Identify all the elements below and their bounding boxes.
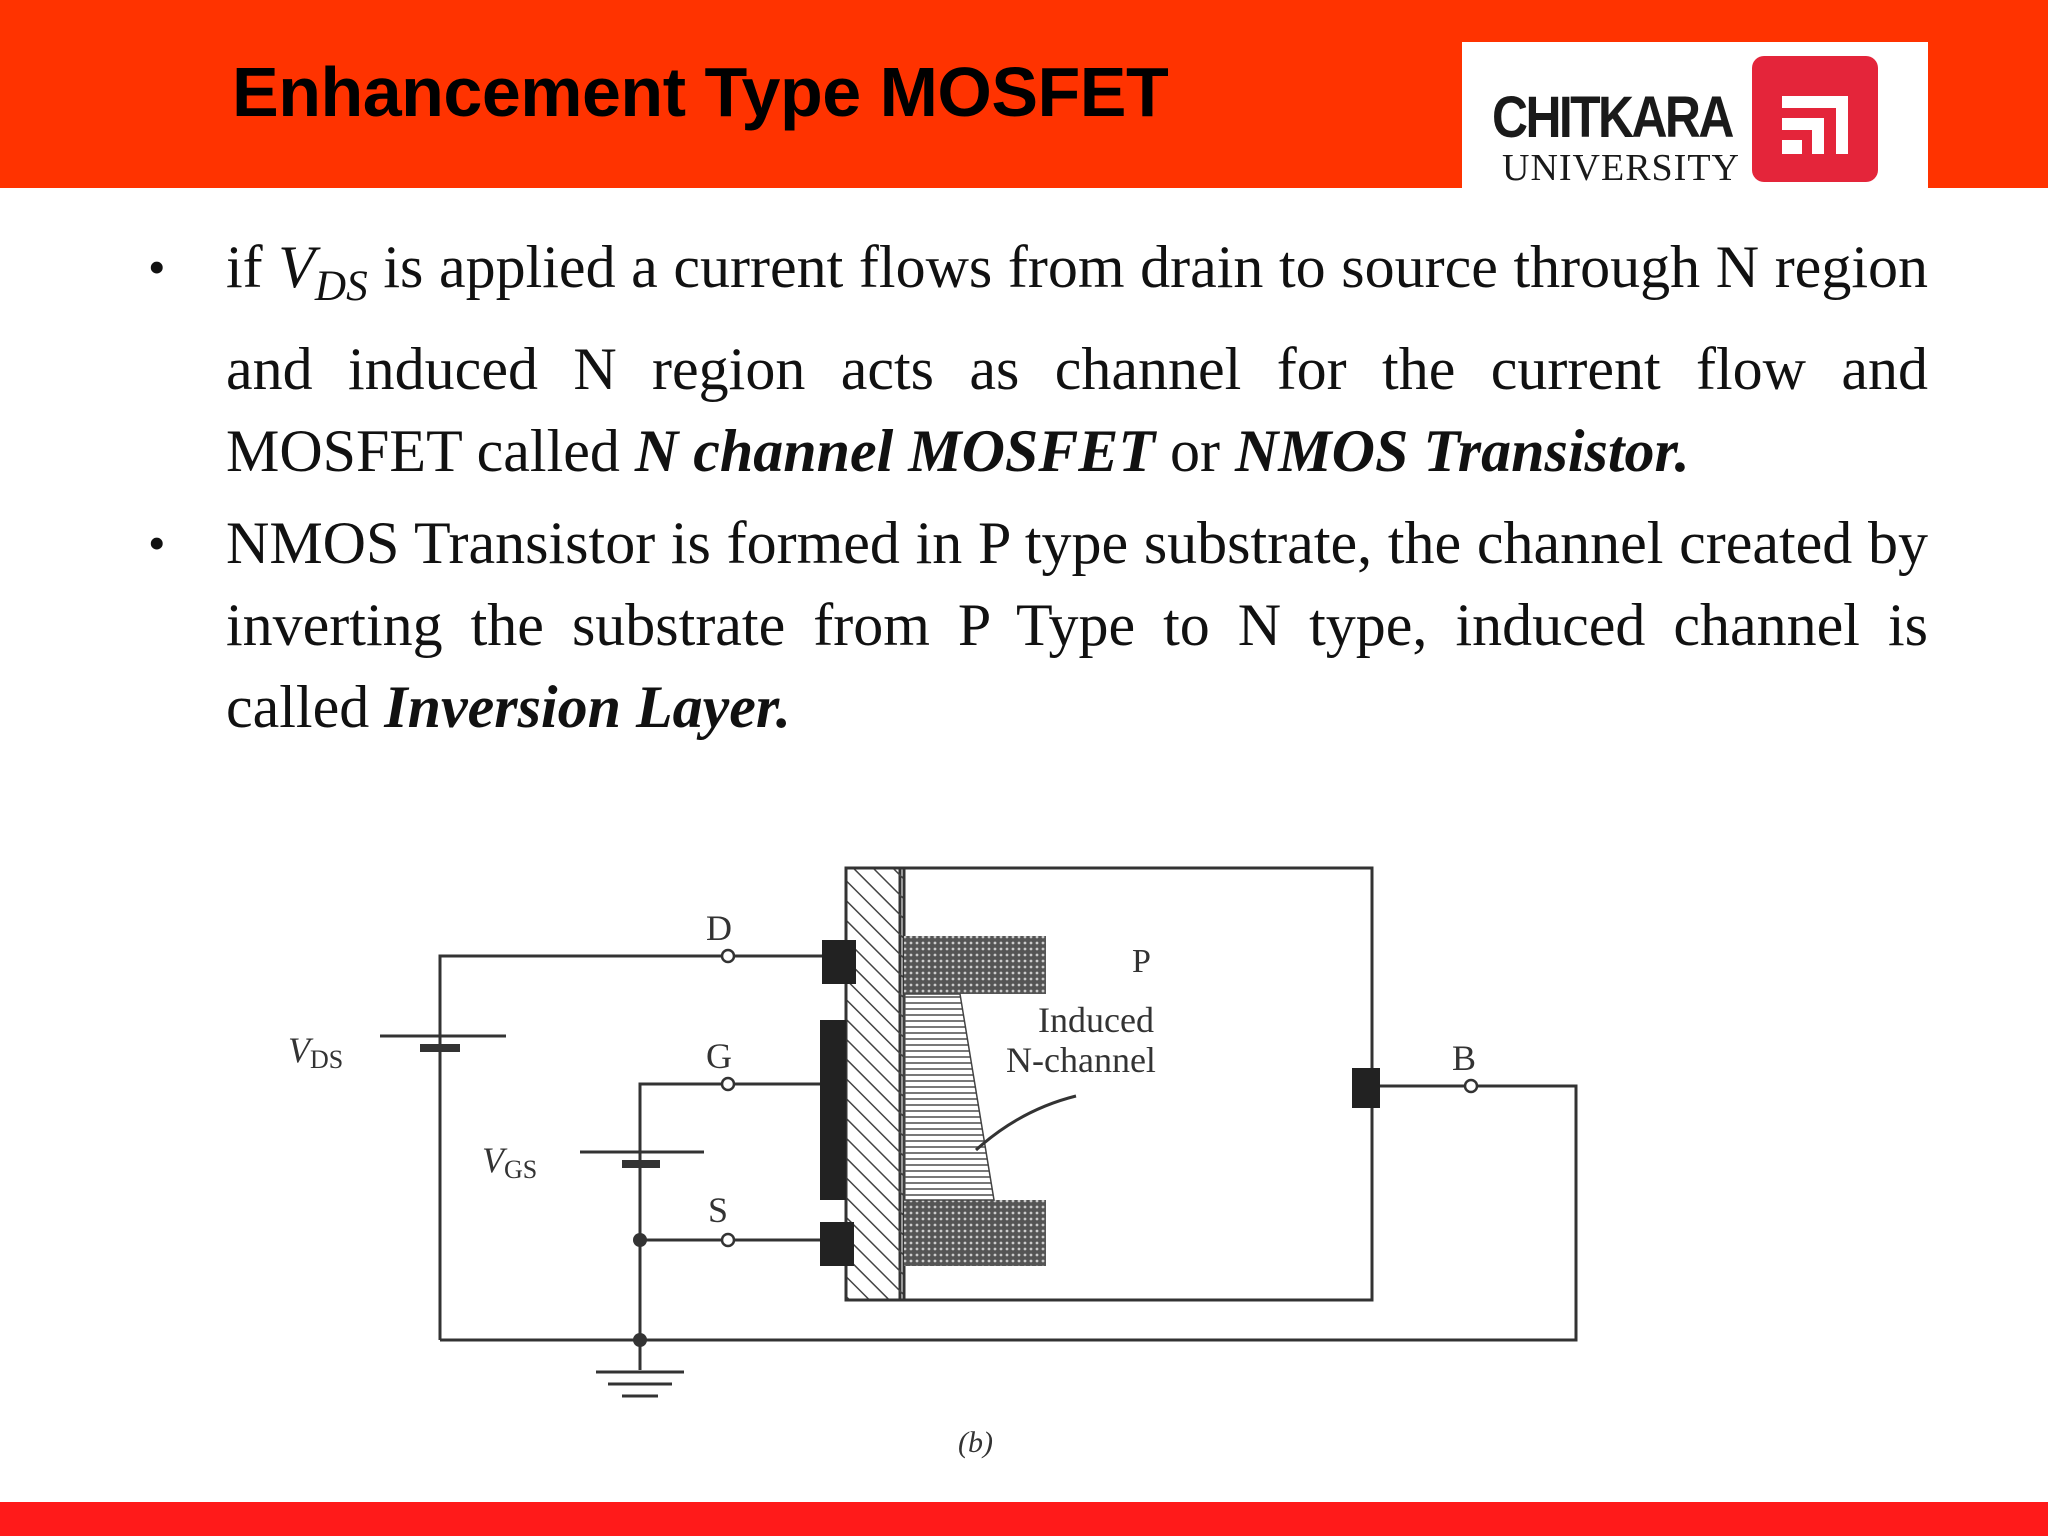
vgs-label: VGS [482, 1140, 537, 1184]
emphasis-text: Inversion Layer. [384, 674, 791, 740]
source-n-region [904, 1200, 1046, 1266]
vds-sub: DS [314, 263, 368, 310]
vds-var: V [278, 234, 315, 300]
vds-label-sub: DS [310, 1045, 343, 1074]
bullet-text: if [226, 234, 279, 300]
vds-symbol: VDS [278, 234, 367, 310]
university-logo: CHITKARA UNIVERSITY [1462, 42, 1928, 189]
emphasis-text: N channel MOSFET [634, 418, 1155, 484]
body-contact [1352, 1068, 1380, 1108]
drain-contact [822, 940, 856, 984]
drain-n-region [904, 936, 1046, 994]
bullet-marker: • [148, 515, 166, 571]
p-region-label: P [1132, 943, 1151, 980]
slide-title: Enhancement Type MOSFET [232, 53, 1169, 131]
source-contact [820, 1222, 854, 1266]
figure-caption: (b) [958, 1426, 993, 1459]
vgs-label-v: V [482, 1140, 508, 1180]
gate-electrode [820, 1020, 846, 1200]
bullet-item: • NMOS Transistor is formed in P type su… [148, 502, 1928, 748]
bullet-list: • if VDS is applied a current flows from… [148, 226, 1928, 758]
source-label: S [708, 1190, 728, 1230]
vgs-label-sub: GS [504, 1155, 537, 1184]
logo-name: CHITKARA [1492, 85, 1734, 150]
bullet-text: is applied a current flows from drain to… [226, 234, 1928, 484]
emphasis-text: NMOS Transistor. [1234, 418, 1690, 484]
slide-header: Enhancement Type MOSFET CHITKARA UNIVERS… [0, 0, 2048, 189]
nmos-circuit-diagram: D G S B P Induced N-channel VDS VGS (b) [288, 866, 1578, 1459]
oxide-layer [844, 866, 906, 1302]
bullet-marker: • [148, 239, 166, 295]
bullet-item: • if VDS is applied a current flows from… [148, 226, 1928, 492]
body-label: B [1452, 1038, 1476, 1078]
logo-subtitle: UNIVERSITY [1502, 147, 1740, 189]
induced-channel [903, 993, 995, 1201]
chitkara-logo-icon [1752, 56, 1878, 182]
bullet-text: or [1154, 418, 1235, 484]
bullet-text: NMOS Transistor is formed in P type subs… [226, 510, 1928, 740]
nchannel-label: N-channel [1006, 1040, 1156, 1080]
vds-label-v: V [288, 1030, 314, 1070]
induced-label: Induced [1038, 1000, 1154, 1040]
gate-label: G [706, 1036, 732, 1076]
drain-label: D [706, 908, 732, 948]
vds-label: VDS [288, 1030, 343, 1074]
slide-footer [0, 1502, 2048, 1536]
